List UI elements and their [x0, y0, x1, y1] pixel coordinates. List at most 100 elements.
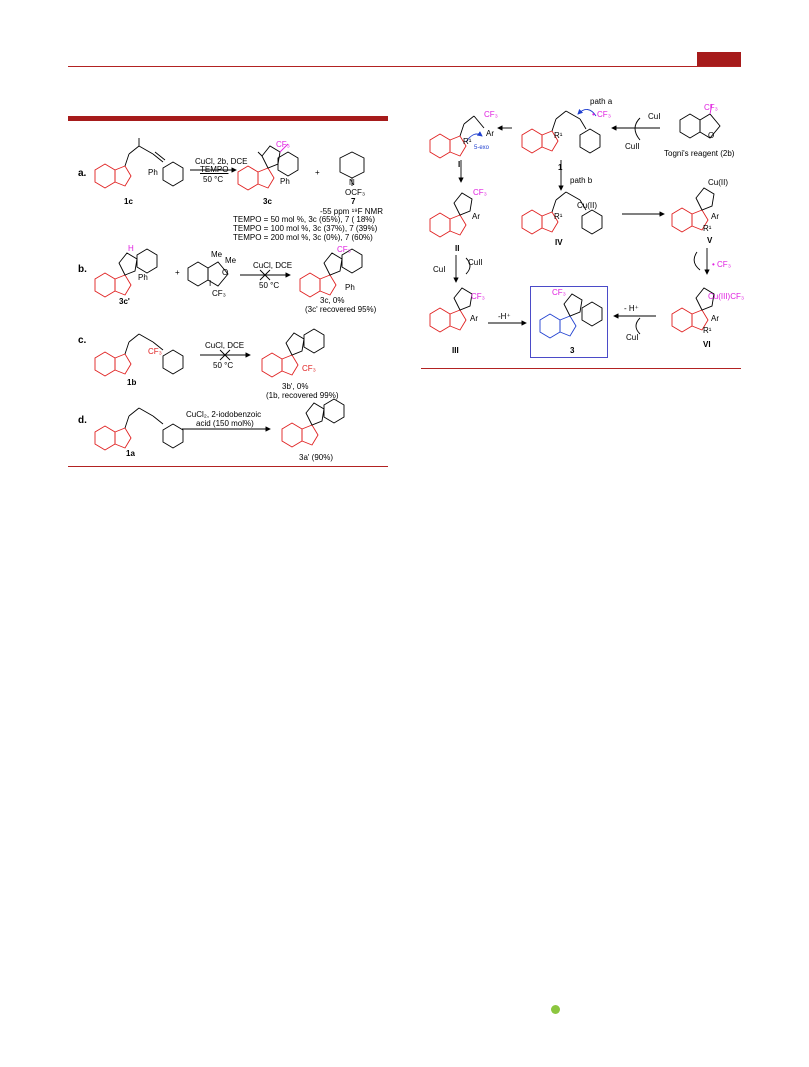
compound-1a-label: 1a: [126, 449, 135, 458]
reagent-cf3: CF₃: [212, 289, 226, 298]
intermediate-II-cf3: CF₃: [473, 188, 487, 197]
togni-label: Togni's reagent (2b): [664, 149, 735, 158]
panel-b-product: 3c, 0%: [320, 296, 345, 305]
intermediate-IV-cu: Cu(II): [577, 201, 597, 210]
intermediate-V-label: V: [707, 236, 713, 245]
product-7-label: 7: [351, 197, 356, 206]
product-3c-label: 3c: [263, 197, 272, 206]
product-3-cf3: CF₃: [552, 288, 566, 297]
status-dot: [551, 1005, 560, 1014]
panel-b-conditions-top: CuCl, DCE: [253, 261, 293, 270]
panel-d-label: d.: [78, 415, 87, 426]
compound-3c: [237, 143, 299, 191]
intermediate-II-ar: Ar: [472, 212, 480, 221]
panel-b-product-ph: Ph: [345, 283, 355, 292]
path-b-label: path b: [570, 176, 593, 185]
compound-1-label: 1: [558, 163, 563, 172]
intermediate-III: [429, 287, 473, 333]
scheme-top-rule: [68, 116, 388, 121]
panel-c-label: c.: [78, 335, 87, 346]
intermediate-VI-cu: Cu(III)CF₃: [708, 292, 745, 301]
intermediate-III-cf3: CF₃: [471, 292, 485, 301]
panel-b-product-cf3: CF₃: [337, 245, 351, 254]
panel-a-plus: +: [315, 168, 320, 177]
panel-a-reagents-top: CuCl, 2b, DCE: [195, 157, 248, 166]
intermediate-I-r1: R¹: [463, 137, 472, 146]
path-a-label: path a: [590, 97, 613, 106]
reagent-i: I: [209, 279, 212, 288]
reagent-me2: Me: [225, 256, 237, 265]
compound-3c-b: [299, 248, 363, 298]
compound-3c-prime-h: H: [128, 244, 134, 253]
scheme-bottom-rule-right: [421, 368, 741, 369]
tempo-line-1: TEMPO = 50 mol %, 3c (65%), 7 ( 18%): [233, 215, 376, 224]
intermediate-II: [429, 192, 473, 238]
intermediate-V: [671, 187, 715, 233]
compound-3c-prime-label: 3c': [119, 297, 130, 306]
compound-1b: [94, 333, 184, 377]
compound-3c-prime-ph: Ph: [138, 273, 148, 282]
cu-ii-top: CuII: [625, 142, 640, 151]
product-3-label: 3: [570, 346, 575, 355]
togni-i: I: [699, 121, 702, 130]
tempo-line-2: TEMPO = 100 mol %, 3c (37%), 7 (39%): [233, 224, 378, 233]
panel-c-conditions-top: CuCl, DCE: [205, 341, 245, 350]
cu-i-top: CuI: [648, 112, 661, 121]
compound-1c-label: 1c: [124, 197, 133, 206]
compound-1-r1: R¹: [554, 131, 563, 140]
compound-3b-prime: [261, 328, 325, 378]
panel-d-conditions-top: CuCl₂, 2-iodobenzoic: [186, 410, 262, 419]
compound-1c-ph: Ph: [148, 168, 158, 177]
intermediate-VI-label: VI: [703, 340, 711, 349]
panel-a-reagents-mid: TEMPO: [200, 165, 229, 174]
product-3: [539, 293, 603, 339]
product-7-n: N: [349, 178, 355, 187]
panel-d-conditions-bottom: acid (150 mol%): [196, 419, 254, 428]
panel-c-conditions-bottom: 50 °C: [213, 361, 234, 370]
product-3-box: [530, 286, 608, 358]
reagent-me1: Me: [211, 250, 223, 259]
panel-b-recovered: (3c' recovered 95%): [305, 305, 377, 314]
cu-i-left: CuI: [433, 265, 446, 274]
header-tab: [697, 52, 741, 66]
compound-1c: [94, 138, 184, 189]
compound-3a-prime: [281, 398, 345, 448]
intermediate-II-label: II: [455, 244, 460, 253]
panel-b-plus: +: [175, 268, 180, 277]
cf3-radical-a: • CF₃: [592, 110, 611, 119]
product-3c-cf3: CF₃: [276, 140, 290, 149]
intermediate-IV-label: IV: [555, 238, 563, 247]
panel-c-recovered: (1b, recovered 99%): [266, 391, 339, 400]
compound-3b-prime-label: 3b', 0%: [282, 382, 309, 391]
exo-label: 5-exo: [474, 145, 490, 151]
compound-1b-label: 1b: [127, 378, 137, 387]
intermediate-I-label: I: [458, 160, 461, 169]
panel-b-conditions-bottom: 50 °C: [259, 281, 280, 290]
togni-cf3: CF₃: [704, 103, 718, 112]
togni-reagent-b: [187, 261, 229, 287]
intermediate-IV-r1: R¹: [554, 212, 563, 221]
cu-ii-left: CuII: [468, 258, 483, 267]
panel-a-reagents-bottom: 50 °C: [203, 175, 224, 184]
intermediate-VI-r1: R¹: [703, 326, 712, 335]
nmr-note: -55 ppm ¹⁹F NMR: [320, 207, 383, 216]
togni-reagent-2b: [679, 103, 721, 139]
panel-b-label: b.: [78, 264, 87, 275]
product-7-ocf3: OCF₃: [345, 188, 366, 197]
intermediate-IV: [521, 191, 603, 235]
header-rule: [68, 66, 741, 67]
cu-i-right: CuI: [626, 333, 639, 342]
intermediate-I-ar: Ar: [486, 129, 494, 138]
intermediate-V-ar: Ar: [711, 212, 719, 221]
minus-h-right: - H⁺: [624, 304, 639, 313]
compound-1b-cf3: CF₃: [148, 347, 162, 356]
intermediate-V-r1: R¹: [703, 224, 712, 233]
minus-h-left: -H⁺: [498, 312, 511, 321]
panel-a-label: a.: [78, 168, 87, 179]
intermediate-III-label: III: [452, 346, 459, 355]
compound-7: [339, 151, 365, 186]
intermediate-VI: [671, 287, 715, 333]
compound-3c-prime: [94, 248, 158, 298]
intermediate-III-ar: Ar: [470, 314, 478, 323]
